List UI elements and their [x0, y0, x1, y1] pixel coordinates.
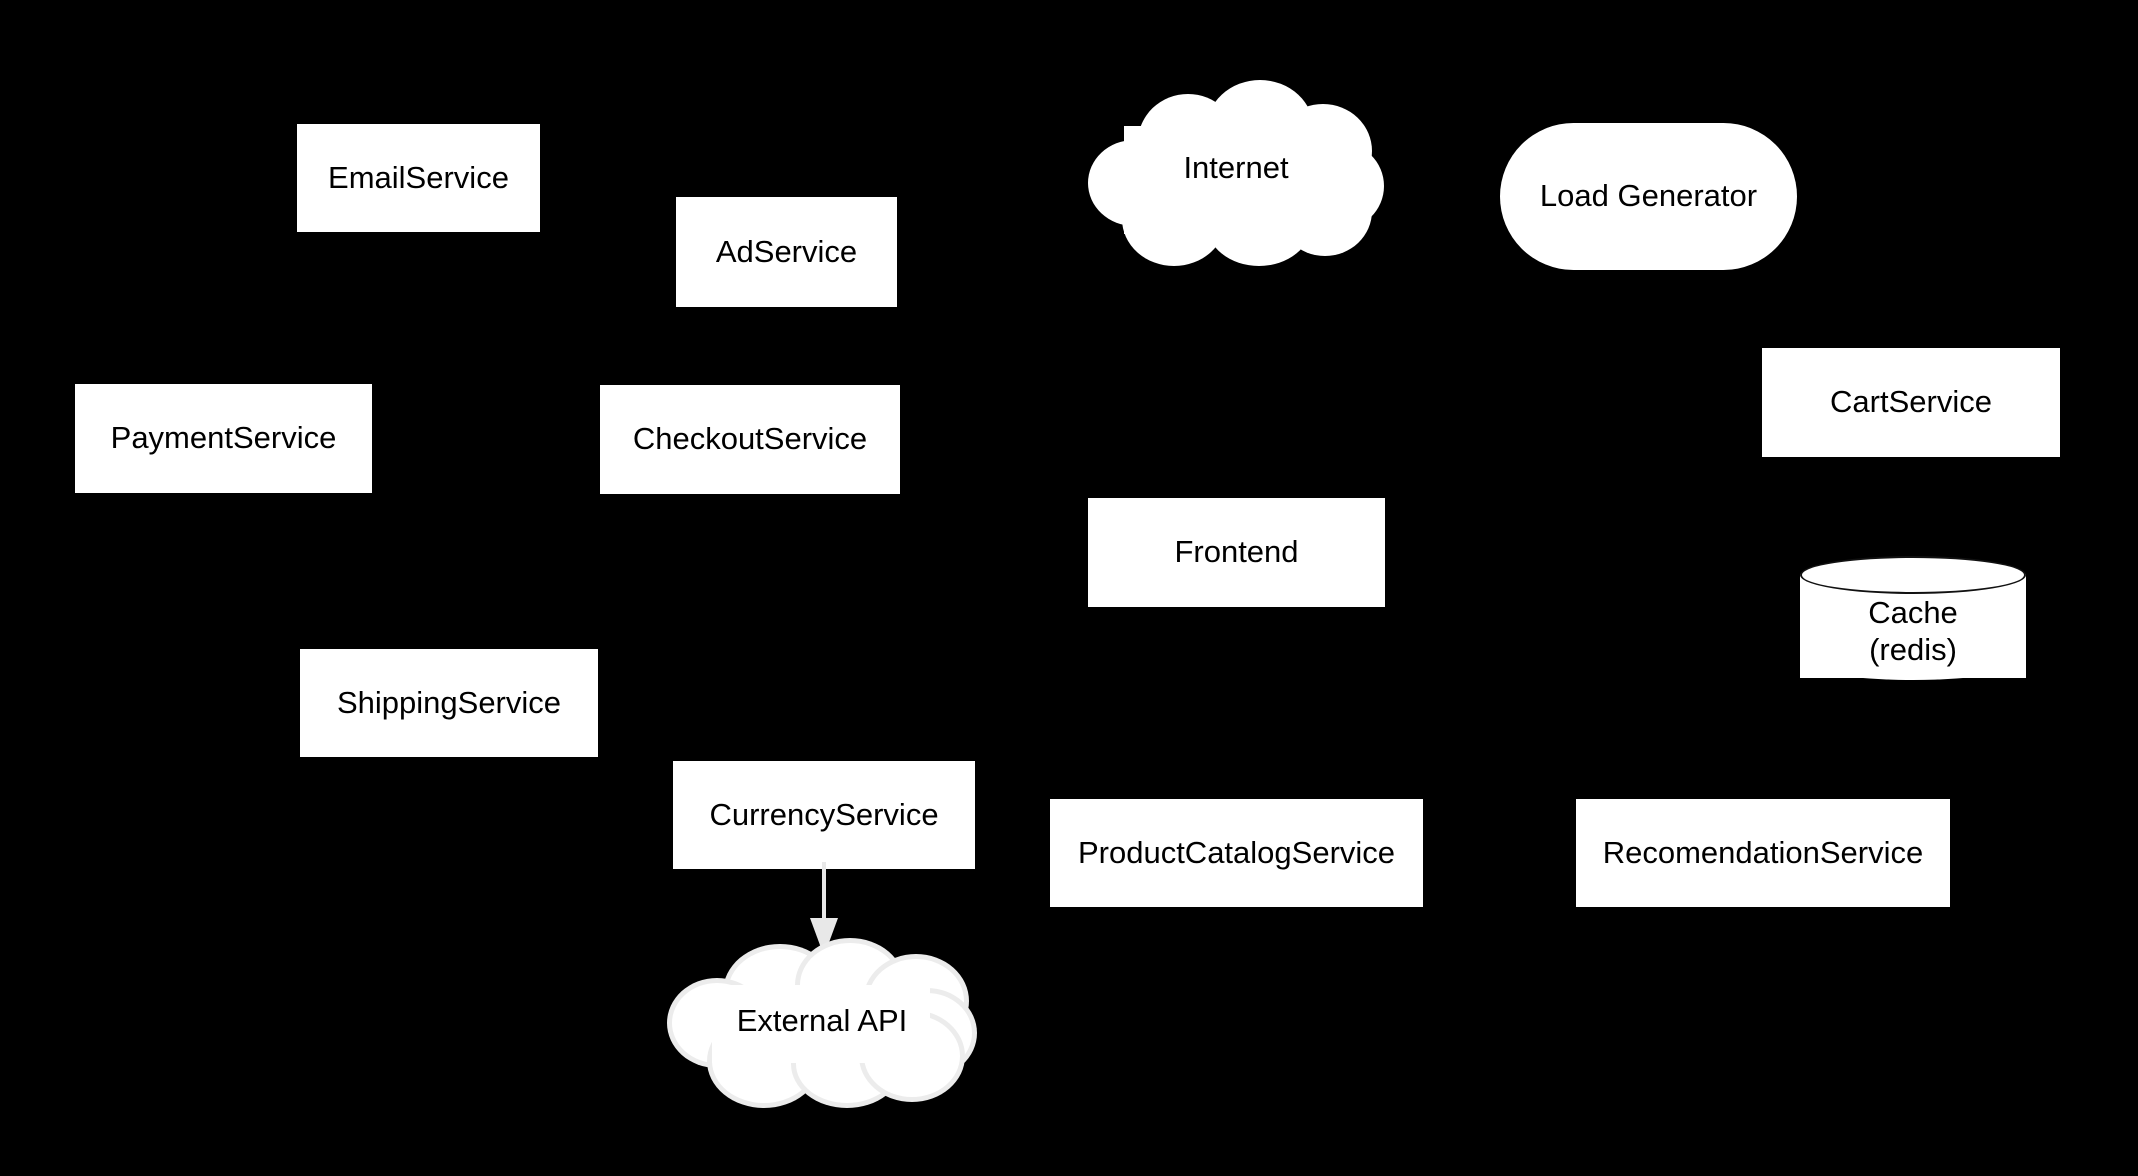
node-ad-service[interactable]: AdService	[676, 197, 897, 307]
node-recomendation-service[interactable]: RecomendationService	[1576, 799, 1950, 907]
node-email-service[interactable]: EmailService	[297, 124, 540, 232]
node-shipping-service[interactable]: ShippingService	[300, 649, 598, 757]
node-label-checkout-service: CheckoutService	[632, 421, 868, 457]
node-label-cart-service: CartService	[1830, 384, 1992, 420]
node-internet[interactable]: Internet	[1088, 80, 1384, 266]
node-frontend[interactable]: Frontend	[1088, 498, 1385, 607]
node-label-currency-service: CurrencyService	[709, 796, 939, 832]
node-cart-service[interactable]: CartService	[1762, 348, 2060, 457]
node-label-frontend: Frontend	[1174, 534, 1299, 570]
node-label-recomendation-service: RecomendationService	[1602, 834, 1924, 870]
node-currency-service[interactable]: CurrencyService	[673, 761, 975, 869]
node-label-payment-service: PaymentService	[110, 420, 337, 456]
node-cache[interactable]: Cache (redis)	[1800, 556, 2026, 696]
cloud-body	[1124, 126, 1346, 234]
node-product-catalog-service[interactable]: ProductCatalogService	[1050, 799, 1423, 907]
cylinder-top	[1800, 556, 2026, 594]
cylinder-bottom	[1800, 642, 2026, 680]
node-label-shipping-service: ShippingService	[336, 684, 562, 720]
node-payment-service[interactable]: PaymentService	[75, 384, 372, 493]
cloud-body	[712, 985, 930, 1063]
node-label-email-service: EmailService	[328, 159, 509, 195]
node-label-product-catalog-service: ProductCatalogService	[1077, 834, 1396, 870]
edge-currency-service-to-external-api	[810, 862, 838, 956]
node-load-generator[interactable]: Load Generator	[1500, 123, 1797, 270]
node-label-ad-service: AdService	[715, 233, 858, 269]
node-label-load-generator: Load Generator	[1539, 178, 1758, 214]
node-checkout-service[interactable]: CheckoutService	[600, 385, 900, 494]
node-external-api[interactable]: External API	[672, 943, 972, 1103]
